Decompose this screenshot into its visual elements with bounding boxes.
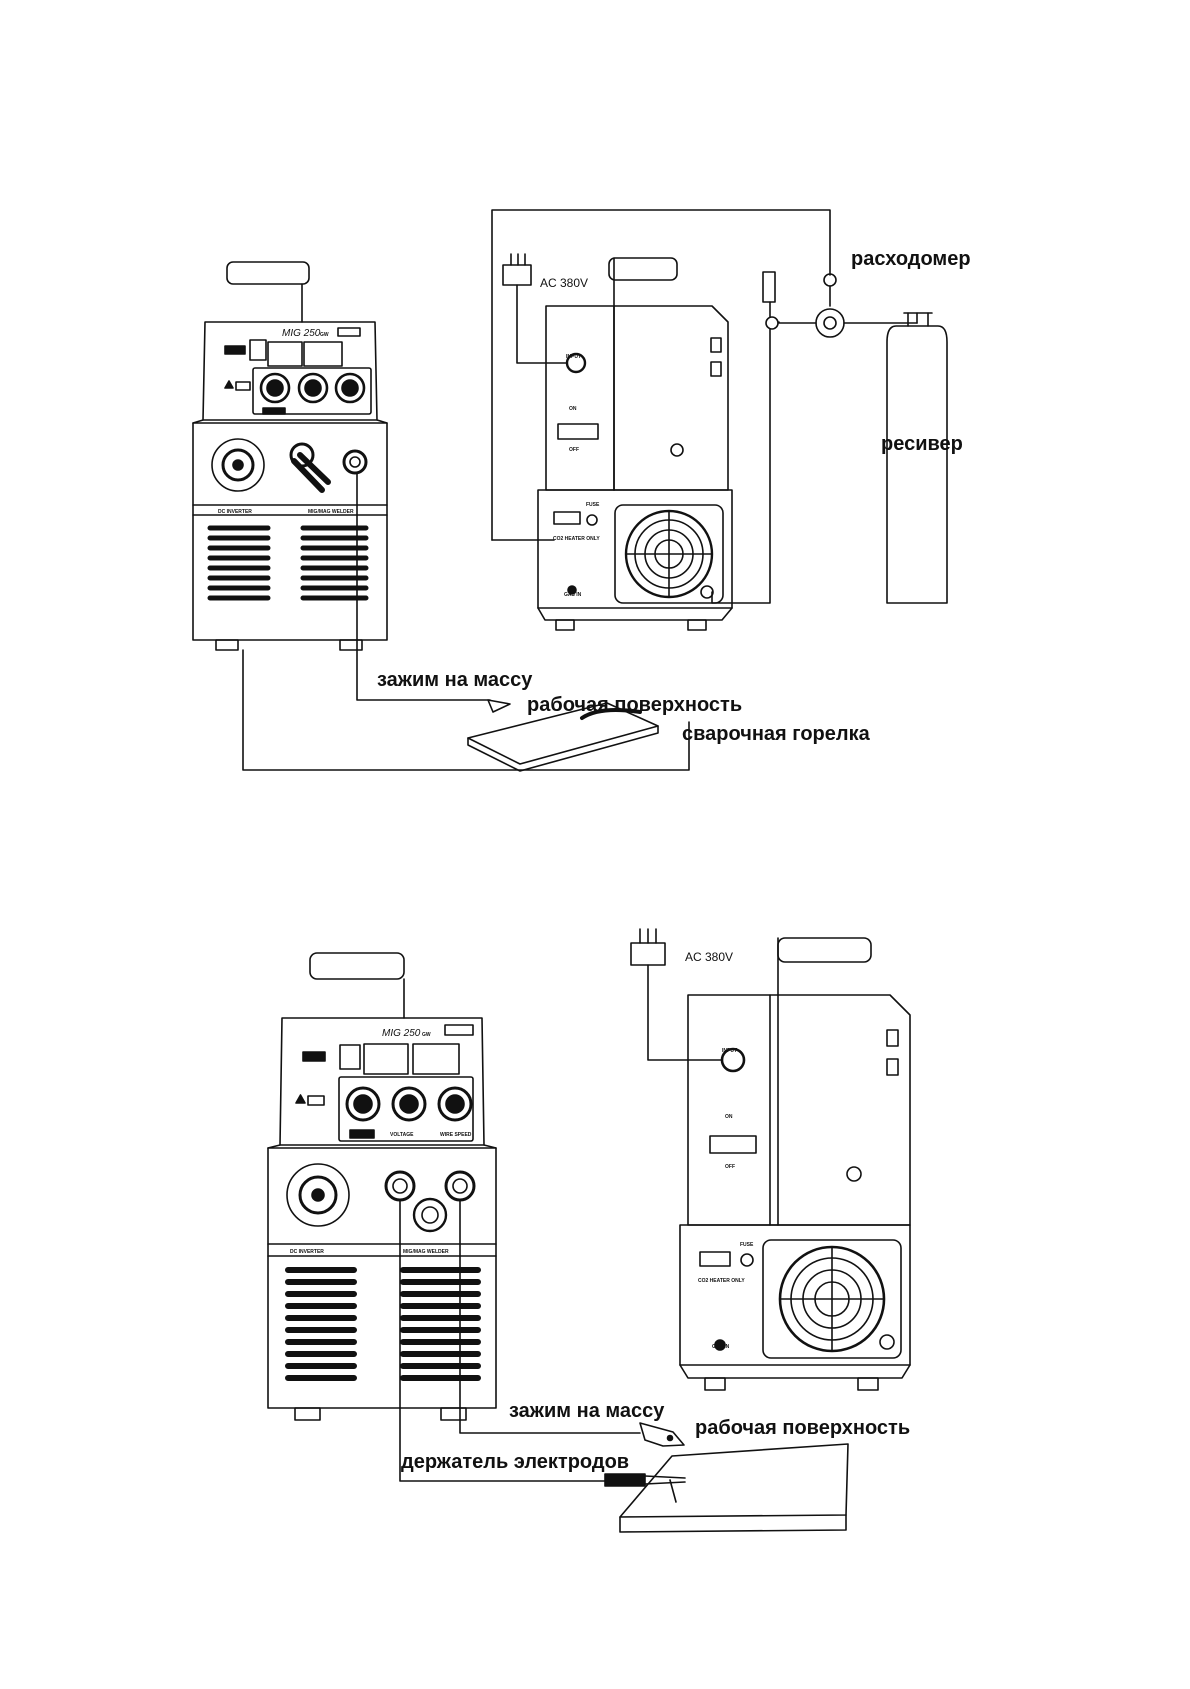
input-label: INPUT [722, 1048, 737, 1054]
workpiece-top [467, 699, 659, 772]
cabinet [192, 321, 388, 641]
label-power: AC 380V [540, 276, 588, 290]
electrode-holder-icon [604, 1473, 646, 1487]
label-torch: сварочная горелка [682, 723, 871, 745]
co2-label: CO2 HEATER ONLY [698, 1278, 745, 1284]
handle [226, 261, 310, 285]
on-label: ON [725, 1114, 733, 1120]
label-work-surface: рабочая поверхность [695, 1417, 910, 1439]
label-electrode-holder: держатель электродов [401, 1451, 629, 1473]
input-label: INPUT [566, 354, 581, 360]
gas-cylinder [886, 312, 948, 604]
euro-connector [211, 438, 265, 492]
band-left-label: DC INVERTER [218, 509, 252, 515]
model-suffix: GW [320, 332, 329, 338]
co2-label: CO2 HEATER ONLY [553, 536, 600, 542]
label-flowmeter: расходомер [851, 248, 971, 270]
model-label: MIG 250 [382, 1028, 421, 1039]
off-label: OFF [569, 447, 579, 453]
welder-side-top: INPUT ON OFF FUSE CO2 HEATER ONLY GAS IN [537, 257, 733, 631]
label-work-surface: рабочая поверхность [527, 694, 742, 716]
workpiece-bottom [604, 1422, 849, 1533]
knob-3 [334, 372, 366, 404]
band-right-label: MIG/MAG WELDER [403, 1249, 449, 1255]
label-ground-clamp: зажим на массу [377, 669, 533, 691]
model-label: MIG 250 [282, 328, 321, 339]
speed-label: WIRE SPEED [440, 1132, 472, 1138]
band-right-label: MIG/MAG WELDER [308, 509, 354, 515]
cabinet [545, 305, 729, 491]
gas-label: GAS IN [564, 592, 582, 598]
ground-clamp-icon [639, 1422, 685, 1447]
mma-diagram: MIG 250 GW VOLTAGE WIRE SPEED DC INVERTE… [267, 928, 911, 1533]
off-label: OFF [725, 1164, 735, 1170]
welder-front-top: MIG 250 GW DC INVERTER MIG/MAG WELDER [192, 261, 388, 651]
label-power: AC 380V [685, 950, 733, 964]
fuse-label: FUSE [740, 1242, 754, 1248]
mig-wiring [242, 209, 918, 771]
label-ground-clamp: зажим на массу [509, 1400, 665, 1422]
band-left-label: DC INVERTER [290, 1249, 324, 1255]
on-label: ON [569, 406, 577, 412]
voltage-label: VOLTAGE [390, 1132, 414, 1138]
mig-diagram: MIG 250 GW DC INVERTER MIG/MAG WELDER [192, 209, 971, 772]
welder-front-bottom: MIG 250 GW VOLTAGE WIRE SPEED DC INVERTE… [267, 952, 497, 1421]
knob-2 [297, 372, 329, 404]
model-suffix: GW [422, 1032, 431, 1038]
fan [614, 504, 724, 604]
fuse-label: FUSE [586, 502, 600, 508]
mma-wiring [399, 928, 723, 1482]
knob-1 [259, 372, 291, 404]
label-cylinder: ресивер [881, 433, 963, 455]
welder-side-bottom: INPUT ON OFF FUSE CO2 HEATER ONLY GAS IN [679, 937, 911, 1391]
